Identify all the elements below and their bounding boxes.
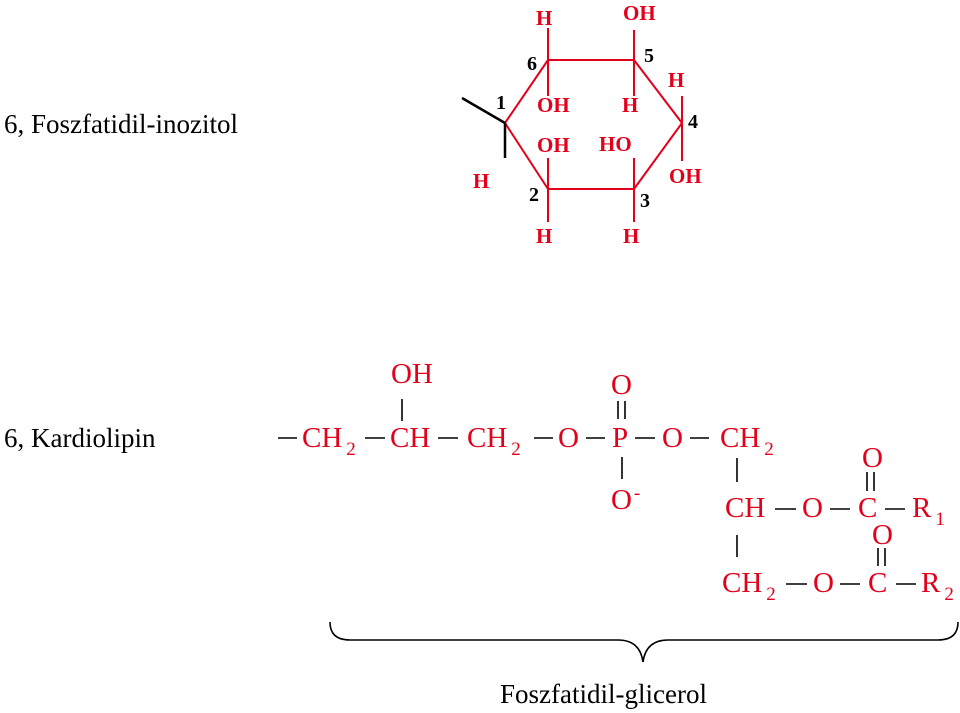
- group-ch-mid: CH: [725, 492, 766, 524]
- atom-h-bottom3: H: [623, 224, 640, 248]
- atom-h-bottom2: H: [536, 224, 553, 248]
- atom-oh-ring2: OH: [537, 133, 570, 157]
- group-o2: O: [662, 422, 683, 454]
- ring-bond-1-6: [504, 59, 549, 124]
- group-o3: O: [802, 492, 823, 524]
- glycerol-brace: [329, 621, 959, 663]
- group-o-minus: O-: [611, 483, 641, 516]
- atom-oh-right4: OH: [669, 164, 702, 188]
- group-o1: O: [558, 422, 579, 454]
- atom-h-left2: H: [473, 169, 490, 193]
- group-o-c1: O: [862, 442, 883, 474]
- position-3: 3: [640, 190, 650, 212]
- group-o4: O: [813, 567, 834, 599]
- inositol-title: 6, Foszfatidil-inozitol: [4, 109, 238, 139]
- atom-oh-ring6: OH: [537, 93, 570, 117]
- ring-bond-4-3: [633, 122, 683, 190]
- group-p: P: [612, 422, 629, 454]
- group-c2: C: [868, 567, 888, 599]
- ring-bond-5-4: [633, 59, 683, 124]
- group-c1: C: [858, 492, 878, 524]
- atom-ho-ring3: HO: [599, 132, 632, 156]
- atom-h-right4: H: [668, 68, 685, 92]
- group-o-double: O: [611, 369, 632, 401]
- bond-c1-link: [461, 96, 506, 125]
- position-1: 1: [496, 92, 506, 114]
- position-5: 5: [644, 45, 654, 67]
- position-2: 2: [529, 184, 539, 206]
- ring-bond-2-1: [504, 122, 549, 190]
- cardiolipin-title: 6, Kardiolipin: [4, 423, 156, 453]
- group-ch: CH: [390, 422, 431, 454]
- atom-h-ring5: H: [622, 93, 639, 117]
- group-oh: OH: [391, 358, 433, 390]
- group-o-c2: O: [872, 519, 893, 551]
- position-6: 6: [527, 53, 537, 75]
- brace-label: Foszfatidil-glicerol: [500, 679, 707, 709]
- atom-h-top6: H: [536, 6, 553, 30]
- position-4: 4: [688, 111, 698, 133]
- atom-oh-top5: OH: [623, 1, 656, 25]
